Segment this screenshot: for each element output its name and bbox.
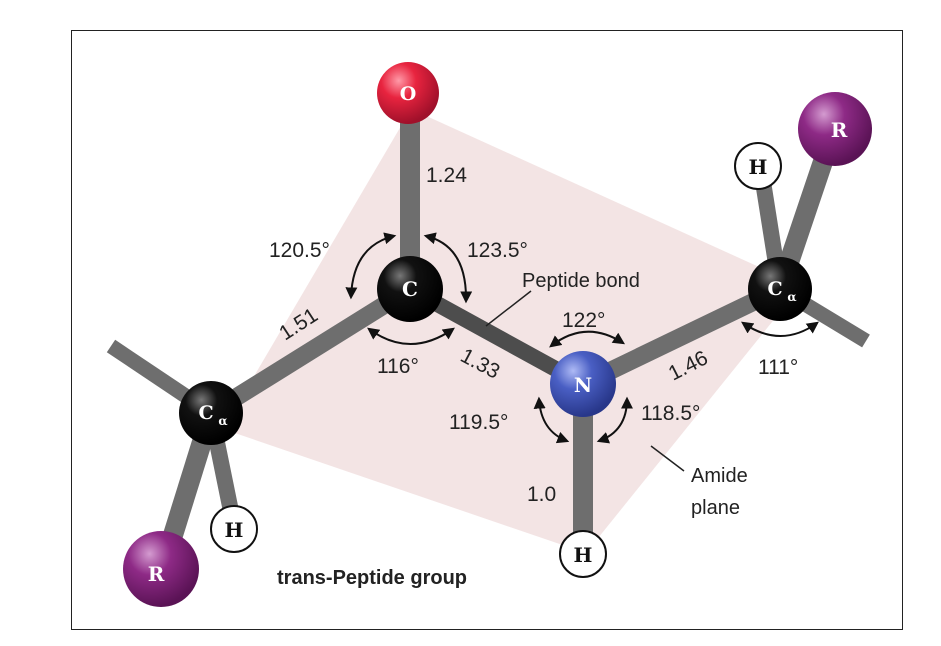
amide-plane-label-line1: Amide	[691, 465, 748, 487]
atom-h-right: H	[734, 142, 782, 190]
svg-text:N: N	[574, 373, 592, 397]
amide-plane-label-line2: plane	[691, 497, 740, 519]
angle-n-ca-c: 111°	[758, 356, 798, 379]
svg-text:R: R	[831, 118, 848, 142]
amide-plane-pointer	[650, 445, 685, 472]
angle-o-c-n: 123.5°	[467, 239, 528, 262]
svg-text:R: R	[148, 562, 165, 586]
angle-c-n-ca: 122°	[562, 309, 605, 332]
arc-c-n-ca	[549, 330, 626, 348]
bond-ca-c	[206, 281, 415, 421]
svg-text:H: H	[749, 155, 768, 179]
atom-h-left: H	[210, 505, 258, 553]
bond-n-ca	[579, 280, 784, 393]
arc-c-n-h	[533, 396, 570, 444]
angle-c-n-h: 119.5°	[449, 411, 508, 434]
diagram-frame: O C N C α C α R R H H H 1.24 1.51 1.33 1…	[71, 30, 903, 630]
atom-alpha-carbon-left: C α	[179, 381, 243, 445]
atom-oxygen: O	[377, 62, 439, 124]
atom-carbonyl-carbon: C	[377, 256, 443, 322]
svg-text:C: C	[767, 278, 782, 300]
arc-ca-c-n	[367, 327, 455, 345]
atom-alpha-carbon-right: C α	[748, 257, 812, 321]
arc-ca-c-o	[345, 232, 397, 300]
svg-text:H: H	[225, 518, 244, 542]
svg-text:H: H	[574, 543, 593, 567]
bond-length-n-h: 1.0	[527, 483, 556, 506]
svg-text:C: C	[402, 277, 418, 301]
arc-n-ca-c	[741, 321, 819, 337]
atom-r-right: R	[798, 92, 872, 166]
svg-text:α: α	[218, 414, 227, 428]
angle-arcs	[345, 232, 819, 444]
svg-text:O: O	[400, 83, 417, 105]
amide-plane	[223, 109, 801, 553]
atom-nitrogen: N	[550, 351, 616, 417]
angle-ca-c-o: 120.5°	[269, 239, 330, 262]
peptide-bond-label: Peptide bond	[522, 270, 640, 292]
angle-ca-n-h: 118.5°	[641, 402, 700, 425]
peptide-bond-pointer	[485, 290, 532, 327]
peptide-diagram: O C N C α C α R R H H H 1.24 1.51 1.33 1…	[106, 62, 872, 607]
arc-ca-n-h	[596, 396, 633, 444]
diagram-caption: trans-Peptide group	[277, 567, 467, 589]
angle-ca-c-n: 116°	[377, 355, 419, 378]
arc-o-c-n	[423, 232, 473, 304]
svg-text:C: C	[198, 402, 213, 424]
bond-length-c-o: 1.24	[426, 164, 467, 187]
svg-text:α: α	[787, 290, 796, 304]
atom-r-left: R	[123, 531, 199, 607]
atom-h-amide: H	[559, 530, 607, 578]
